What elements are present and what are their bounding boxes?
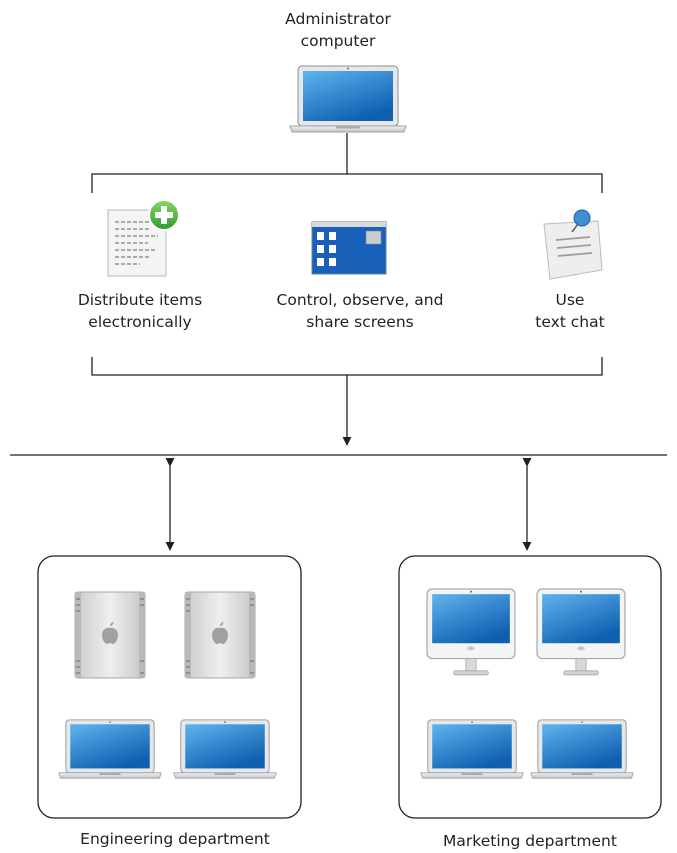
feature-label-chat: Use text chat — [505, 289, 635, 333]
marketing-group-box — [398, 555, 662, 819]
desktop-monitor-icon — [426, 588, 516, 676]
connector-lines — [10, 133, 667, 551]
admin-laptop-icon — [289, 65, 407, 133]
feature-label-line1: Use — [555, 291, 585, 309]
engineering-group-box — [37, 555, 302, 819]
feature-label-screens: Control, observe, and share screens — [250, 289, 470, 333]
note-pin-icon — [543, 209, 603, 280]
group-label-engineering: Engineering department — [80, 830, 270, 848]
feature-label-line2: electronically — [88, 313, 192, 331]
laptop-icon — [420, 719, 524, 779]
tower-computer-icon — [74, 591, 146, 679]
tower-computer-icon — [184, 591, 256, 679]
feature-label-line1: Control, observe, and — [276, 291, 444, 309]
top-bracket — [91, 173, 603, 193]
laptop-icon — [173, 719, 277, 779]
admin-label: Administrator computer — [268, 8, 408, 52]
admin-label-line1: Administrator — [285, 10, 391, 28]
desktop-monitor-icon — [536, 588, 626, 676]
bottom-bracket — [91, 357, 603, 376]
feature-label-distribute: Distribute items electronically — [55, 289, 225, 333]
document-add-icon — [107, 199, 180, 277]
admin-label-line2: computer — [300, 32, 376, 50]
laptop-icon — [530, 719, 634, 779]
group-label-marketing: Marketing department — [443, 832, 617, 850]
laptop-icon — [58, 719, 162, 779]
feature-label-line2: text chat — [535, 313, 605, 331]
feature-label-line1: Distribute items — [77, 291, 203, 309]
feature-label-line2: share screens — [306, 313, 414, 331]
screen-window-icon — [311, 221, 387, 275]
